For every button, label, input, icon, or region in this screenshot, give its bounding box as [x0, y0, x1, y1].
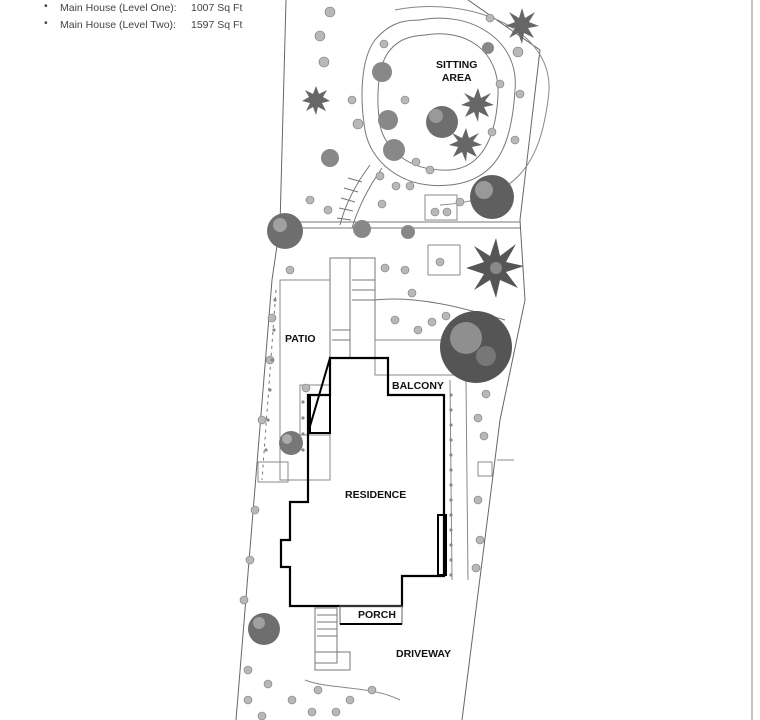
tree-large-west — [267, 213, 303, 249]
shrub-star-sitting — [461, 88, 494, 122]
legend-value: 1007 Sq Ft — [191, 2, 243, 14]
label-driveway: DRIVEWAY — [396, 648, 452, 660]
label-residence: RESIDENCE — [345, 489, 407, 501]
garden-planter-box-2 — [427, 244, 461, 276]
garden-steps — [336, 164, 383, 229]
tree-large-sitting-area — [426, 106, 458, 138]
shrub-star-south — [449, 128, 482, 162]
east-utility-box — [477, 461, 493, 477]
shrub-star-west — [302, 86, 330, 115]
palm-tree-northeast — [505, 8, 539, 44]
label-sitting-area: SITTING AREA — [436, 59, 477, 85]
label-sitting-area-line2: AREA — [441, 72, 472, 84]
residence-bay-window — [437, 514, 447, 576]
label-sitting-area-line1: SITTING — [436, 59, 478, 71]
legend-label: Main House (Level Two): — [60, 19, 176, 31]
label-balcony: BALCONY — [392, 380, 444, 392]
garden-planter-box — [424, 194, 458, 221]
sitting-area-path — [361, 17, 516, 187]
legend-label: Main House (Level One): — [60, 2, 177, 14]
east-walkway-edge-2 — [465, 379, 469, 581]
legend-bullet: • — [44, 0, 48, 12]
hedge-dots — [264, 298, 453, 577]
tree-large-southwest — [248, 613, 280, 645]
property-boundary-east — [461, 0, 541, 720]
terrace-stairs — [329, 257, 376, 359]
label-porch: PORCH — [358, 609, 396, 621]
porch-stairs — [314, 607, 351, 671]
tree-large-northeast — [470, 175, 514, 219]
tree-patio — [279, 431, 303, 455]
residence-main-body — [279, 356, 446, 608]
legend-value: 1597 Sq Ft — [191, 19, 243, 31]
palm-tree-east — [466, 238, 524, 298]
small-shrubs — [239, 6, 525, 720]
east-walkway-edge — [449, 379, 453, 581]
side-gate-box — [257, 461, 289, 483]
tree-large-terrace — [440, 311, 512, 383]
property-boundary — [235, 0, 287, 720]
driveway-edge — [304, 679, 401, 701]
legend-bullet: • — [44, 17, 48, 29]
label-patio: PATIO — [285, 333, 316, 345]
residence-west-wing — [309, 394, 331, 434]
shrub-cluster — [321, 42, 494, 239]
